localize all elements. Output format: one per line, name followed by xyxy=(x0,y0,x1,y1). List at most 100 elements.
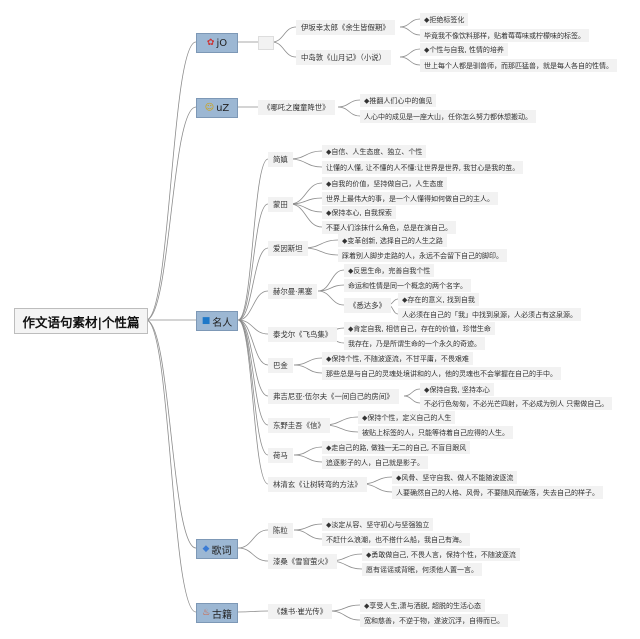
connector xyxy=(329,610,361,621)
node-weishu[interactable]: 《魏书·崔光传》 xyxy=(268,604,333,619)
connector xyxy=(237,319,269,456)
connector xyxy=(145,319,197,549)
category-label: uZ xyxy=(216,102,230,114)
connector xyxy=(293,446,323,456)
connector xyxy=(237,203,269,321)
connector xyxy=(403,395,421,404)
blank-node[interactable] xyxy=(258,36,274,50)
leaf-quote[interactable]: 愿有谣谣或背眠，何须他人置一言。 xyxy=(362,563,482,576)
category-label: 古籍 xyxy=(212,609,233,621)
node-chenli[interactable]: 陈粒 xyxy=(268,523,293,538)
leaf-keyword[interactable]: ◆保持个性, 不随波逐流，不甘平庸，不畏艰难 xyxy=(322,352,473,365)
node-hesse[interactable]: 赫尔曼·黑塞 xyxy=(268,284,318,299)
fire-icon: ♨ xyxy=(201,608,211,618)
connector xyxy=(337,106,361,117)
category-classics[interactable]: ♨ 古籍 xyxy=(196,603,238,623)
node-tagore[interactable]: 泰戈尔《飞鸟集》 xyxy=(268,327,338,342)
leaf-quote[interactable]: 踩着别人脚步走路的人，永远不会留下自己的脚印。 xyxy=(338,249,507,262)
node-qisang[interactable]: 漆桑《雪窗萤火》 xyxy=(268,554,338,569)
leaf-quote[interactable]: 宽和慈善，不逆于物，遂波沉浮，自得而已。 xyxy=(360,614,508,627)
node-montaigne[interactable]: 蒙田 xyxy=(268,197,293,212)
flower-icon: ✿ xyxy=(206,38,215,48)
connector xyxy=(289,182,323,205)
leaf-quote[interactable]: 不要人们涂抹什么角色，总是在演自己。 xyxy=(322,221,456,234)
leaf-quote[interactable]: 追逐影子的人，自己就是影子。 xyxy=(322,456,428,469)
leaf-quote[interactable]: 不必行色匆匆，不必光芒四射，不必成为别人 只需做自己。 xyxy=(420,397,613,410)
connector xyxy=(399,18,421,28)
connector xyxy=(237,529,269,549)
category-lyrics[interactable]: ◆ 歌词 xyxy=(196,539,238,559)
connector xyxy=(317,269,345,292)
leaf-keyword[interactable]: ◆反思生命，完善自我个性 xyxy=(344,264,435,277)
connector xyxy=(237,247,269,321)
leaf-keyword[interactable]: ◆走自己的路, 做独一无二的自己, 不盲目跟风 xyxy=(322,441,471,454)
connector xyxy=(271,26,297,43)
connector xyxy=(293,529,323,540)
connector xyxy=(145,41,197,321)
leaf-keyword[interactable]: ◆存在的意义, 找到自我 xyxy=(398,293,479,306)
category-celebrities[interactable]: ■ 名人 xyxy=(196,311,238,331)
node-bajin[interactable]: 巴金 xyxy=(268,358,293,373)
node-linqingxuan[interactable]: 林清玄《让树转弯的方法》 xyxy=(268,477,367,492)
leaf-quote[interactable]: 让懂的人懂, 让不懂的人不懂:让世界是世界, 我甘心是我的茧。 xyxy=(322,161,524,174)
leaf-keyword[interactable]: ◆保持自我, 坚持本心 xyxy=(420,383,494,396)
leaf-keyword[interactable]: ◆自我的价值，坚持做自己，人生态度 xyxy=(322,177,448,190)
connector xyxy=(289,150,323,160)
leaf-quote[interactable]: 被贴上标签的人，只能等待着自己应得的人生。 xyxy=(358,426,513,439)
leaf-quote[interactable]: 人心中的成见是一座大山，任你怎么努力都休想搬动。 xyxy=(360,110,536,123)
connector xyxy=(289,203,323,228)
node-isaka[interactable]: 伊坂幸太郎《余生皆假期》 xyxy=(296,20,395,35)
leaf-keyword[interactable]: ◆个性与自我, 性情的培养 xyxy=(420,43,508,56)
leaf-keyword[interactable]: ◆保持个性，定义自己的人生 xyxy=(358,411,456,424)
leaf-quote[interactable]: 世界上最伟大的事，是一个人懂得如何做自己的主人。 xyxy=(322,192,498,205)
connector xyxy=(317,284,345,292)
leaf-keyword[interactable]: ◆勇敢做自己, 不畏人言，保持个性，不随波逐流 xyxy=(362,548,520,561)
category-jo[interactable]: ✿ jO xyxy=(196,33,238,53)
leaf-quote[interactable]: 世上每个人都是驯兽师，而那匹猛兽，就是每人各自的性情。 xyxy=(420,59,617,72)
leaf-keyword[interactable]: ◆肯定自我, 相信自己，存在的价值，珍惜生命 xyxy=(344,322,495,335)
leaf-keyword[interactable]: ◆变革创新, 选择自己的人生之路 xyxy=(338,234,447,247)
connector xyxy=(403,388,421,397)
smile-icon: ☺ xyxy=(204,103,215,113)
connector xyxy=(145,319,197,613)
leaf-quote[interactable]: 人必须在自己的「我」中找到泉源，人必须占有这泉源。 xyxy=(398,308,581,321)
leaf-quote[interactable]: 那些总是与自己的灵魂处境讲和的人，他的灵魂也不会掌握在自己的手中。 xyxy=(322,367,561,380)
diamond-icon: ◆ xyxy=(202,544,210,554)
category-label: 歌词 xyxy=(211,545,232,557)
connector xyxy=(317,290,345,306)
leaf-quote[interactable]: 不赶什么浪潮，也不搭什么船，我自己有海。 xyxy=(322,533,470,546)
node-nezha[interactable]: 《哪吒之魔童降世》 xyxy=(258,100,335,115)
category-uz[interactable]: ☺ uZ xyxy=(196,98,238,118)
node-sangetsuki[interactable]: 中岛敦《山月记》（小说） xyxy=(296,50,391,65)
leaf-keyword[interactable]: ◆风骨、坚守自我、做人不能随波逐流 xyxy=(392,471,518,484)
leaf-keyword[interactable]: ◆自信、人生态度、独立、个性 xyxy=(322,145,427,158)
connector xyxy=(237,319,269,397)
connector xyxy=(293,364,323,374)
leaf-keyword[interactable]: ◆享受人生,潇与洒脱, 超脱的生活心态 xyxy=(360,599,486,612)
connector xyxy=(399,48,421,58)
connector xyxy=(329,604,361,612)
leaf-quote[interactable]: 命运和性情是同一个概念的两个名字。 xyxy=(344,279,471,292)
leaf-keyword[interactable]: ◆淡定从容、坚守初心与坚强独立 xyxy=(322,518,434,531)
leaf-keyword[interactable]: ◆保持本心, 自我探索 xyxy=(322,206,396,219)
node-siddhartha[interactable]: 《悉达多》 xyxy=(344,298,391,313)
category-label: 名人 xyxy=(212,317,233,329)
connector xyxy=(303,247,339,256)
connector xyxy=(289,158,323,168)
connector xyxy=(293,454,323,463)
leaf-keyword[interactable]: ◆拒绝标签化 xyxy=(420,13,469,26)
node-einstein[interactable]: 爱因斯坦 xyxy=(268,241,308,256)
connector xyxy=(237,319,269,426)
leaf-quote[interactable]: 我存在，乃是所谓生命的一个永久的奇迹。 xyxy=(344,337,485,350)
node-homer[interactable]: 荷马 xyxy=(268,448,293,463)
leaf-keyword[interactable]: ◆推翻人们心中的偏见 xyxy=(360,94,437,107)
leaf-quote[interactable]: 人要确然自己的人格、风骨，不要随风而破落，失去自己的样子。 xyxy=(392,486,603,499)
node-higashino[interactable]: 东野圭吾《信》 xyxy=(268,418,330,433)
node-woolf[interactable]: 弗吉尼亚·伍尔夫《一间自己的房间》 xyxy=(268,389,399,404)
blue-square-icon: ■ xyxy=(201,316,211,326)
node-jianzhen[interactable]: 简嫃 xyxy=(268,152,293,167)
leaf-quote[interactable]: 毕竟我不像饮料那样，贴着莓莓味或柠檬味的标签。 xyxy=(420,29,589,42)
root-node[interactable]: 作文语句素材|个性篇 xyxy=(14,308,148,334)
